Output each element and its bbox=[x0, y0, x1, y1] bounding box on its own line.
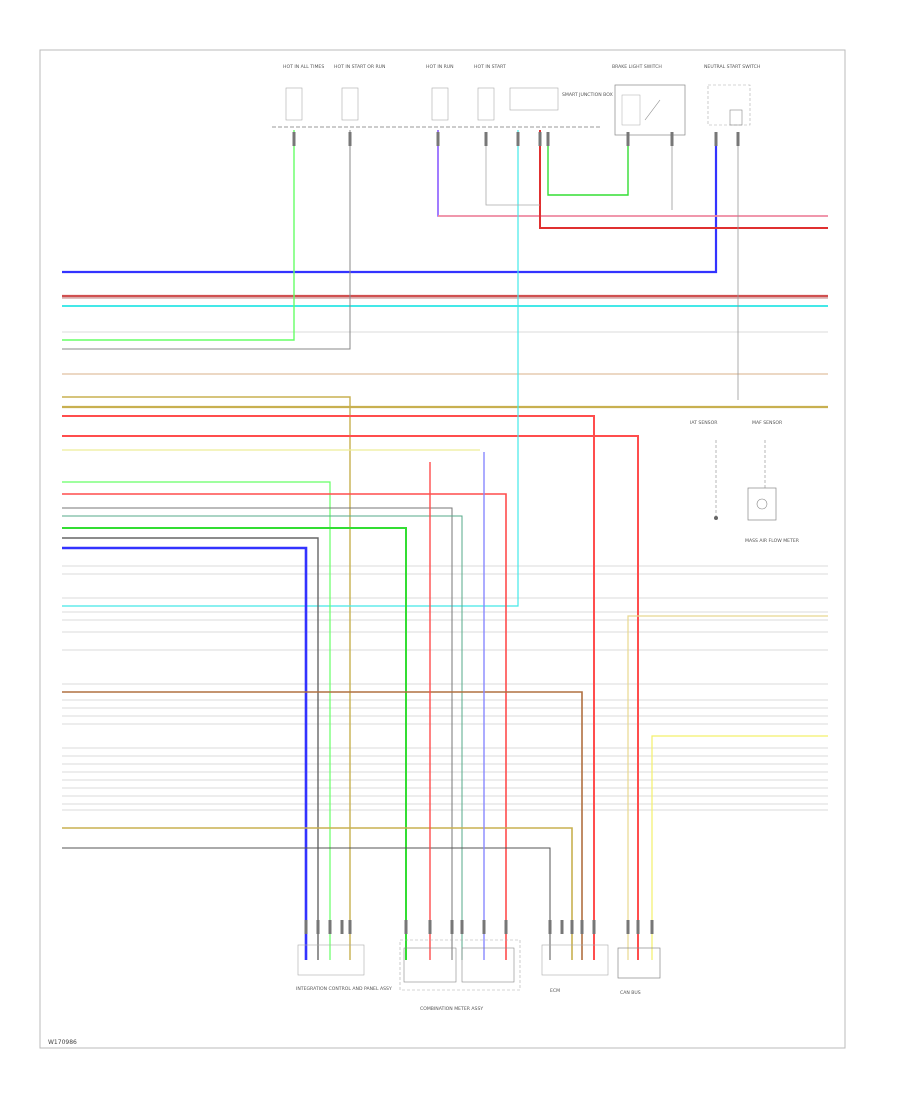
connector-pin-mark bbox=[736, 132, 740, 146]
wire-olive-low bbox=[62, 827, 573, 960]
connector-pin-mark bbox=[450, 920, 454, 934]
connector-pin-mark bbox=[592, 920, 596, 934]
wire-darkgray-mid bbox=[62, 537, 319, 960]
wire-cyan-vertical bbox=[62, 130, 519, 607]
connector-pin-mark bbox=[538, 132, 542, 146]
right-components: IAT SENSOR MAF SENSOR MASS AIR FLOW METE… bbox=[690, 420, 800, 544]
wire-gray-mid bbox=[62, 507, 453, 960]
component-hot-run: HOT IN RUN bbox=[426, 64, 454, 121]
wire-brown-long bbox=[62, 691, 583, 960]
component-brake-light-switch: BRAKE LIGHT SWITCH bbox=[612, 64, 686, 136]
connector-can-bus bbox=[617, 947, 661, 979]
wire-gray-upper bbox=[62, 130, 351, 350]
component-label: SMART JUNCTION BOX bbox=[562, 92, 613, 98]
wire-red-top bbox=[539, 130, 828, 229]
component-label: INTEGRATION CONTROL AND PANEL ASSY bbox=[296, 986, 392, 992]
connector-pin-mark bbox=[546, 132, 550, 146]
connector-pin-mark bbox=[560, 920, 564, 934]
component-hot-start: HOT IN START bbox=[474, 64, 506, 121]
component-label: MAF SENSOR bbox=[752, 420, 783, 426]
connector-pin-mark bbox=[436, 132, 440, 146]
connector-pin-mark bbox=[304, 920, 308, 934]
bottom-components: INTEGRATION CONTROL AND PANEL ASSY COMBI… bbox=[296, 939, 661, 1012]
wire-red-ecm bbox=[62, 415, 595, 960]
wire-yellow-can1 bbox=[627, 615, 828, 960]
wire-layer bbox=[62, 130, 828, 960]
connector-pin-mark bbox=[626, 920, 630, 934]
component-hot-all-times: HOT IN ALL TIMES bbox=[283, 64, 324, 121]
connector-pin-mark bbox=[348, 920, 352, 934]
connector-pin-mark bbox=[580, 920, 584, 934]
connector-pin-mark bbox=[482, 920, 486, 934]
maf-sensor-box bbox=[747, 487, 777, 521]
pin-labels bbox=[292, 132, 740, 934]
component-label: HOT IN ALL TIMES bbox=[283, 64, 324, 70]
connector-pin-mark bbox=[548, 920, 552, 934]
connector-pin-mark bbox=[292, 132, 296, 146]
wire-lime-mid bbox=[62, 481, 331, 960]
connector-pin-mark bbox=[484, 132, 488, 146]
connector-pin-mark bbox=[714, 132, 718, 146]
component-label: COMBINATION METER ASSY bbox=[420, 1006, 483, 1012]
wire-lime-upper bbox=[62, 130, 295, 341]
connector-pin-mark bbox=[340, 920, 344, 934]
wire-green-brake bbox=[547, 140, 629, 196]
connector-pin-mark bbox=[570, 920, 574, 934]
connector-combination-meter bbox=[399, 939, 521, 991]
connector-pin-mark bbox=[670, 132, 674, 146]
connector-pin-mark bbox=[348, 132, 352, 146]
component-label: HOT IN START OR RUN bbox=[334, 64, 385, 70]
wire-olive-long bbox=[62, 396, 351, 960]
wire-yellow-can2 bbox=[651, 735, 828, 960]
wire-red-can bbox=[62, 435, 639, 960]
connector-pin-mark bbox=[650, 920, 654, 934]
component-label: HOT IN START bbox=[474, 64, 506, 70]
wire-gray-junction bbox=[485, 140, 540, 206]
connector-pin-mark bbox=[328, 920, 332, 934]
top-components: HOT IN ALL TIMES HOT IN START OR RUN HOT… bbox=[272, 64, 760, 136]
connector-pin-mark bbox=[316, 920, 320, 934]
component-label: BRAKE LIGHT SWITCH bbox=[612, 64, 662, 70]
connector-pin-mark bbox=[636, 920, 640, 934]
wire-green-long bbox=[62, 527, 407, 960]
component-smart-junction-box: SMART JUNCTION BOX bbox=[509, 87, 613, 111]
wire-red-mid bbox=[62, 493, 507, 960]
component-label: CAN BUS bbox=[620, 990, 641, 996]
connector-pin-mark bbox=[516, 132, 520, 146]
connector-ecm bbox=[541, 944, 609, 976]
figure-code: W170986 bbox=[48, 1039, 77, 1046]
component-label: NEUTRAL START SWITCH bbox=[704, 64, 760, 70]
connector-integration-panel bbox=[297, 944, 365, 976]
wire-blue-upper bbox=[62, 140, 718, 274]
component-neutral-start-switch: NEUTRAL START SWITCH bbox=[704, 64, 760, 126]
connector-pin-mark bbox=[504, 920, 508, 934]
connector-pin-mark bbox=[460, 920, 464, 934]
component-label: IAT SENSOR bbox=[690, 420, 718, 426]
connector-pin-mark bbox=[626, 132, 630, 146]
component-label: MASS AIR FLOW METER bbox=[745, 538, 800, 544]
component-hot-start-run: HOT IN START OR RUN bbox=[334, 64, 385, 121]
connector-pin-mark bbox=[404, 920, 408, 934]
component-label: HOT IN RUN bbox=[426, 64, 454, 70]
diagram-frame bbox=[39, 49, 846, 1049]
wire-green-mid bbox=[62, 515, 463, 960]
wire-violet-top bbox=[437, 130, 828, 217]
wire-blue-long bbox=[62, 546, 308, 960]
component-label: ECM bbox=[550, 988, 560, 994]
connector-pin-mark bbox=[428, 920, 432, 934]
